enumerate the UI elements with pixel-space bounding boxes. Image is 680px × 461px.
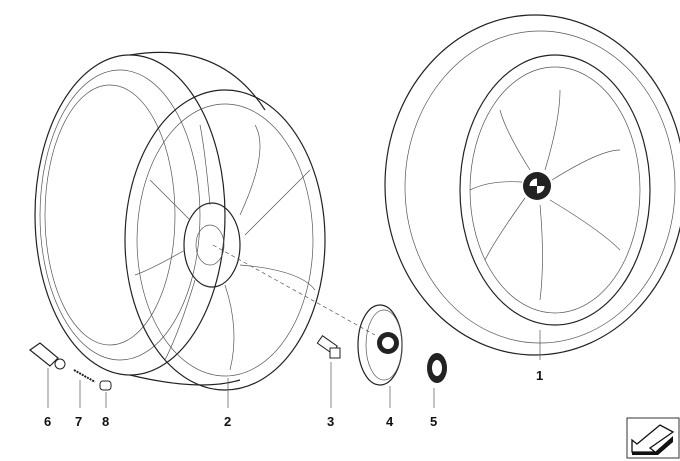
part-label-4[interactable]: 4 — [386, 414, 394, 429]
part-label-2[interactable]: 2 — [224, 414, 231, 429]
wheel-bolt-drawing[interactable] — [212, 244, 376, 359]
leader-lines — [47, 330, 541, 408]
part-label-7[interactable]: 7 — [75, 414, 82, 429]
valve-parts-drawing[interactable] — [28, 342, 112, 391]
part-label-5[interactable]: 5 — [430, 414, 437, 429]
part-label-6[interactable]: 6 — [44, 414, 51, 429]
complete-wheel-drawing[interactable] — [384, 14, 680, 356]
rim-drawing[interactable] — [34, 51, 326, 391]
hub-cap-drawing[interactable] — [357, 304, 403, 386]
part-label-3[interactable]: 3 — [327, 414, 334, 429]
emblem-drawing[interactable] — [427, 353, 447, 383]
part-label-1[interactable]: 1 — [536, 368, 543, 383]
arrow-down-left-icon[interactable] — [626, 417, 680, 459]
part-label-8[interactable]: 8 — [102, 414, 109, 429]
